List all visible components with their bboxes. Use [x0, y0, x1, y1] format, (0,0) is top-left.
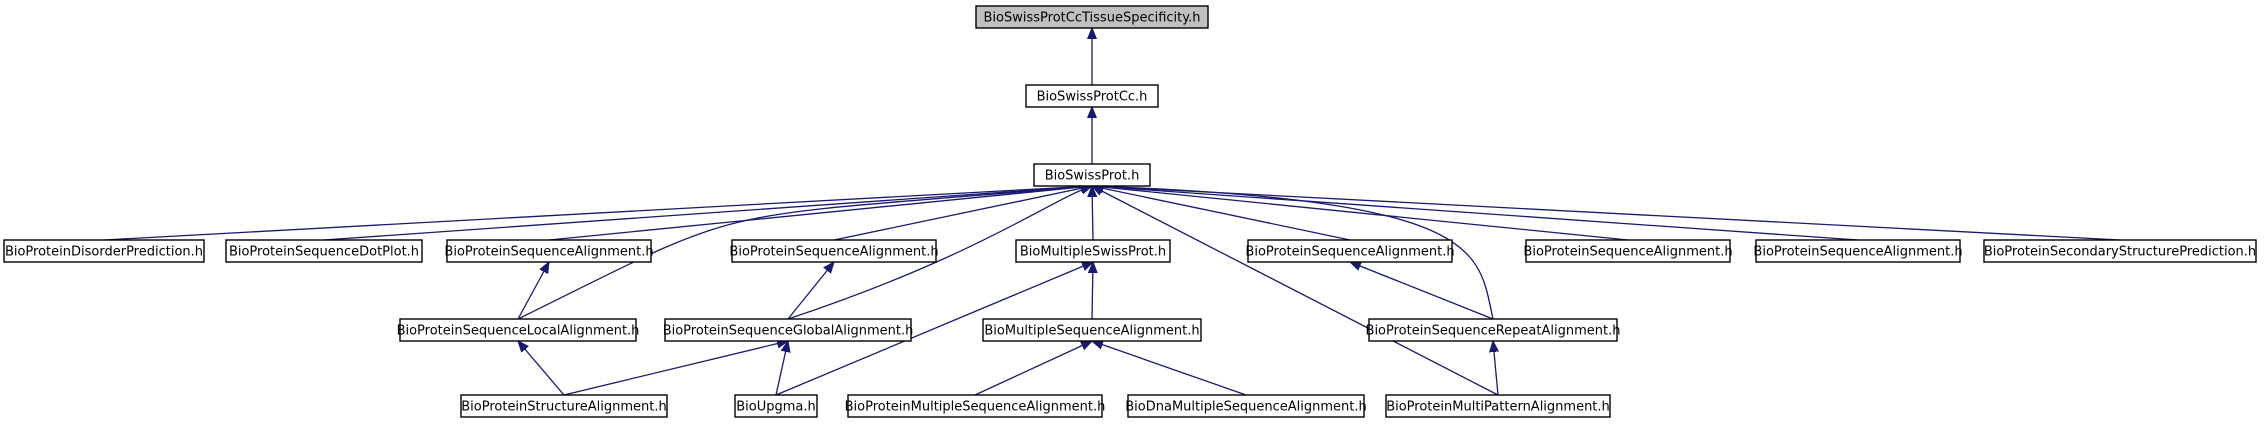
- edge-n17-to-n7: [775, 261, 1093, 396]
- edge-n15-to-n8: [1350, 262, 1494, 320]
- edges-layer: [103, 28, 2121, 396]
- node-box[interactable]: [225, 239, 423, 263]
- node-label: BioProteinSequenceAlignment.h: [1753, 245, 1962, 260]
- edge-n18-to-n14: [974, 340, 1092, 396]
- node-label: BioProteinSequenceDotPlot.h: [229, 245, 419, 260]
- node-box[interactable]: [399, 318, 637, 342]
- node-label: BioDnaMultipleSequenceAlignment.h: [1125, 400, 1366, 415]
- node-box[interactable]: [1983, 239, 2257, 263]
- node-label: BioProteinMultipleSequenceAlignment.h: [845, 400, 1106, 415]
- node-bioproteinsecondarystructureprediction[interactable]: BioProteinSecondaryStructurePrediction.h: [1983, 239, 2257, 263]
- node-box[interactable]: [1033, 163, 1151, 187]
- node-box: [975, 5, 1209, 29]
- node-box[interactable]: [460, 394, 668, 418]
- edge-n5-to-n2: [548, 186, 1092, 241]
- node-box[interactable]: [731, 239, 937, 263]
- edge-n12-to-n5: [517, 262, 549, 320]
- edge-n7-to-n2: [1092, 186, 1093, 241]
- node-bioproteinsequenceglobalalignment[interactable]: BioProteinSequenceGlobalAlignment.h: [663, 318, 914, 342]
- edge-n16-to-n12: [518, 341, 565, 396]
- node-label: BioProteinSequenceAlignment.h: [1245, 245, 1454, 260]
- edge-n12-to-n2: [517, 186, 1092, 320]
- node-biomultipleswissprot[interactable]: BioMultipleSwissProt.h: [1015, 239, 1171, 263]
- node-biomultiplesequencealignment[interactable]: BioMultipleSequenceAlignment.h: [982, 318, 1202, 342]
- node-box[interactable]: [1525, 239, 1731, 263]
- node-label: BioProteinSequenceLocalAlignment.h: [397, 324, 640, 339]
- node-box[interactable]: [1368, 318, 1618, 342]
- node-box[interactable]: [1025, 84, 1159, 108]
- edge-n4-to-n2: [323, 186, 1092, 241]
- nodes-layer: BioSwissProtCcTissueSpecificity.hBioSwis…: [3, 5, 2257, 418]
- node-bioproteindisorderprediction[interactable]: BioProteinDisorderPrediction.h: [3, 239, 205, 263]
- node-box[interactable]: [1755, 239, 1961, 263]
- node-box[interactable]: [446, 239, 652, 263]
- node-bioproteinsequencedotplot[interactable]: BioProteinSequenceDotPlot.h: [225, 239, 423, 263]
- edge-n3-to-n2: [103, 186, 1092, 241]
- node-bioproteinsequencelocalalignment[interactable]: BioProteinSequenceLocalAlignment.h: [397, 318, 640, 342]
- node-bioproteinsequencealignment[interactable]: BioProteinSequenceAlignment.h: [1753, 239, 1963, 263]
- edge-n14-to-n7: [1092, 262, 1093, 320]
- edge-n16-to-n13: [563, 341, 788, 396]
- node-bioproteinstructurealignment[interactable]: BioProteinStructureAlignment.h: [460, 394, 668, 418]
- node-bioproteinsequencealignment[interactable]: BioProteinSequenceAlignment.h: [444, 239, 654, 263]
- node-box[interactable]: [847, 394, 1103, 418]
- node-label: BioSwissProtCcTissueSpecificity.h: [984, 11, 1201, 26]
- node-bioproteinsequencealignment[interactable]: BioProteinSequenceAlignment.h: [1523, 239, 1733, 263]
- node-label: BioSwissProtCc.h: [1037, 90, 1148, 105]
- node-bioproteinmultiplesequencealignment[interactable]: BioProteinMultipleSequenceAlignment.h: [845, 394, 1106, 418]
- node-label: BioProteinDisorderPrediction.h: [5, 245, 203, 260]
- node-box[interactable]: [982, 318, 1202, 342]
- edge-n13-to-n2: [787, 186, 1092, 320]
- node-box[interactable]: [1127, 394, 1365, 418]
- node-label: BioProteinMultiPatternAlignment.h: [1386, 400, 1610, 415]
- node-label: BioMultipleSwissProt.h: [1020, 245, 1166, 260]
- node-bioproteinsequencerepeatalignment[interactable]: BioProteinSequenceRepeatAlignment.h: [1366, 318, 1621, 342]
- node-box[interactable]: [664, 318, 912, 342]
- node-label: BioProteinSequenceGlobalAlignment.h: [663, 324, 914, 339]
- node-bioupgma[interactable]: BioUpgma.h: [734, 394, 818, 418]
- node-box[interactable]: [734, 394, 818, 418]
- node-bioproteinmultipatternalignment[interactable]: BioProteinMultiPatternAlignment.h: [1385, 394, 1611, 418]
- node-label: BioUpgma.h: [736, 400, 816, 415]
- node-bioproteinsequencealignment[interactable]: BioProteinSequenceAlignment.h: [1245, 239, 1455, 263]
- node-box[interactable]: [3, 239, 205, 263]
- edge-n10-to-n2: [1092, 186, 1859, 241]
- edge-n11-to-n2: [1092, 186, 2121, 241]
- edge-n15-to-n2: [1092, 186, 1494, 320]
- node-label: BioProteinSequenceRepeatAlignment.h: [1366, 324, 1621, 339]
- node-box[interactable]: [1385, 394, 1611, 418]
- edge-n20-to-n2: [1092, 186, 1499, 396]
- edge-n19-to-n14: [1092, 341, 1247, 396]
- node-box[interactable]: [1015, 239, 1171, 263]
- node-bioswissprotcc[interactable]: BioSwissProtCc.h: [1025, 84, 1159, 108]
- edge-n9-to-n2: [1092, 186, 1629, 241]
- node-label: BioProteinStructureAlignment.h: [461, 400, 667, 415]
- node-biodnamultiplesequencealignment[interactable]: BioDnaMultipleSequenceAlignment.h: [1125, 394, 1367, 418]
- node-bioswissprotcctissuespecificity: BioSwissProtCcTissueSpecificity.h: [975, 5, 1209, 29]
- node-label: BioProteinSequenceAlignment.h: [1523, 245, 1732, 260]
- edge-n6-to-n2: [833, 186, 1092, 241]
- node-label: BioMultipleSequenceAlignment.h: [984, 324, 1199, 339]
- node-bioproteinsequencealignment[interactable]: BioProteinSequenceAlignment.h: [729, 239, 939, 263]
- node-label: BioProteinSecondaryStructurePrediction.h: [1984, 245, 2256, 260]
- edge-n8-to-n2: [1092, 186, 1351, 241]
- edge-n13-to-n6: [787, 262, 834, 320]
- node-bioswissprot[interactable]: BioSwissProt.h: [1033, 163, 1151, 187]
- edge-n17-to-n13: [775, 341, 788, 396]
- edge-n20-to-n15: [1493, 341, 1498, 396]
- node-label: BioProteinSequenceAlignment.h: [729, 245, 938, 260]
- node-box[interactable]: [1247, 239, 1453, 263]
- node-label: BioProteinSequenceAlignment.h: [444, 245, 653, 260]
- node-label: BioSwissProt.h: [1045, 169, 1140, 184]
